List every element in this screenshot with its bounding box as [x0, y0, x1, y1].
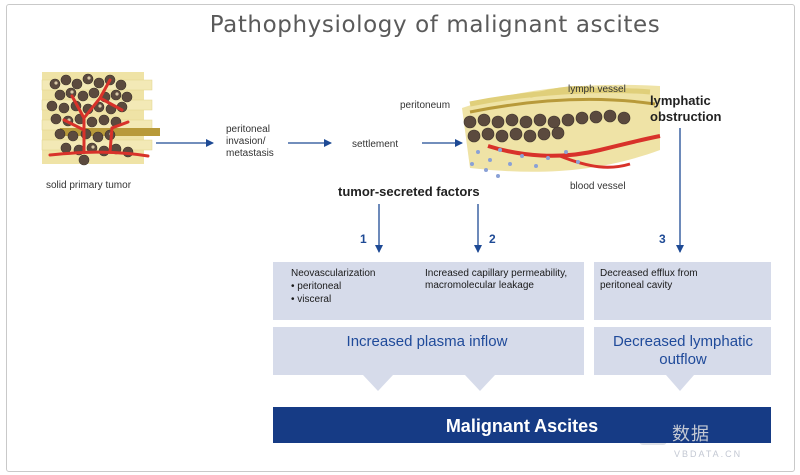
step-number-2: 2: [489, 232, 496, 246]
box-lymphatic-outflow: [594, 327, 771, 391]
peritoneum-illustration: [462, 84, 661, 178]
step-number-1: 1: [360, 232, 367, 246]
label-lymph-vessel: lymph vessel: [568, 84, 626, 95]
label-lymphatic-obstruction: lymphatic obstruction: [650, 93, 722, 124]
neovascularization-item-peritoneal: • peritoneal: [291, 281, 342, 292]
label-solid-primary-tumor: solid primary tumor: [46, 180, 132, 191]
box-efflux: [594, 262, 771, 320]
malignant-ascites-label: Malignant Ascites: [445, 416, 599, 436]
diagram-title: Pathophysiology of malignant ascites: [209, 12, 661, 38]
neovascularization-item-visceral: • visceral: [291, 294, 332, 305]
solid-tumor-illustration: [41, 72, 160, 166]
watermark-site: VBDATA.CN: [674, 449, 743, 459]
label-blood-vessel: blood vessel: [570, 181, 626, 192]
malignant-ascites-banner: [273, 407, 771, 443]
watermark-brand: 数据: [672, 424, 710, 444]
decreased-efflux-text: Decreased efflux from peritoneal cavity: [600, 268, 698, 291]
label-peritoneum: peritoneum: [400, 100, 451, 111]
box-secreted-effects: [273, 262, 584, 320]
box-plasma-inflow: [273, 327, 584, 391]
neovascularization-heading: Neovascularization: [291, 268, 376, 279]
capillary-permeability-text: Increased capillary permeability, macrom…: [425, 268, 568, 291]
label-tumor-secreted-factors: tumor-secreted factors: [338, 184, 480, 199]
label-settlement: settlement: [352, 139, 399, 150]
step-number-3: 3: [659, 232, 666, 246]
increased-plasma-inflow-text: Increased plasma inflow: [346, 333, 508, 350]
decreased-lymphatic-outflow-text: Decreased lymphatic outflow: [612, 333, 754, 368]
label-peritoneal-invasion: peritoneal invasion/ metastasis: [226, 124, 274, 159]
